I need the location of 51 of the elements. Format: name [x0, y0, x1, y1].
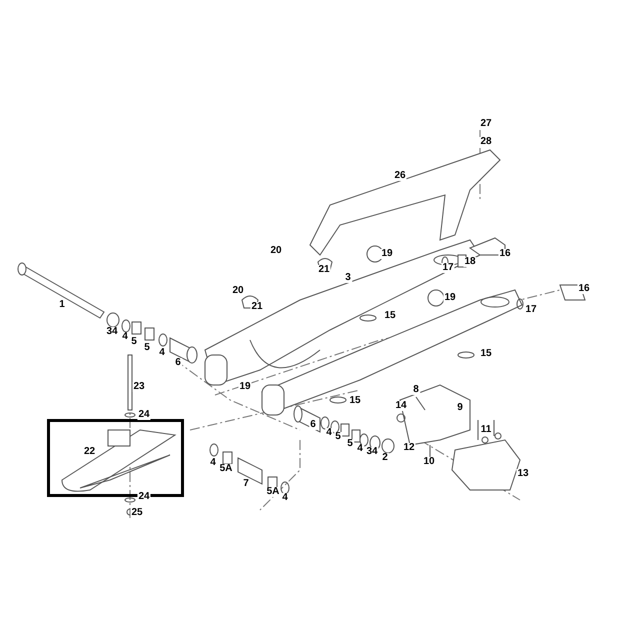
callout-number: 20: [269, 246, 283, 256]
callout-number: 22: [84, 447, 96, 457]
callout-number: 5A: [266, 487, 280, 497]
callout-number: 13: [516, 469, 530, 479]
callout-number: 21: [250, 302, 264, 312]
callout-number: 1: [58, 300, 66, 310]
callout-number: 4: [281, 493, 289, 503]
callout-number: 34: [365, 447, 379, 457]
callout-number: 19: [380, 249, 394, 259]
callout-number: 15: [348, 396, 362, 406]
callout-number: 10: [422, 457, 436, 467]
callout-number: 16: [498, 249, 512, 259]
callout-number: 12: [402, 443, 416, 453]
callout-number: 3: [344, 273, 352, 283]
callout-number: 9: [456, 403, 464, 413]
callout-number: 23: [132, 382, 146, 392]
callout-number: 26: [393, 171, 407, 181]
callout-number: 24: [137, 492, 151, 502]
callout-number: 19: [443, 293, 457, 303]
callout-number: 21: [317, 265, 331, 275]
callout-number: 28: [479, 137, 493, 147]
callout-number: 7: [242, 479, 250, 489]
callout-number: 5: [130, 337, 138, 347]
callout-number: 5: [334, 432, 342, 442]
callout-number: 34: [105, 327, 119, 337]
callout-number: 16: [577, 284, 591, 294]
callout-number: 19: [238, 382, 252, 392]
callout-number: 5: [346, 439, 354, 449]
callout-number: 27: [479, 119, 493, 129]
callout-number: 2: [381, 453, 389, 463]
callout-number: 15: [383, 311, 397, 321]
callout-number: 8: [412, 385, 420, 395]
callout-number: 24: [137, 410, 151, 420]
frame-box: [47, 419, 184, 497]
callout-number: 4: [158, 348, 166, 358]
callout-number: 17: [441, 263, 455, 273]
callout-number: 6: [174, 358, 182, 368]
callout-number: 5A: [218, 464, 234, 474]
callout-number: 15: [479, 349, 493, 359]
callout-number: 6: [309, 420, 317, 430]
callout-number: 4: [121, 332, 129, 342]
callout-number: 14: [394, 401, 408, 411]
callout-number: 11: [480, 425, 492, 435]
callout-number: 4: [356, 444, 364, 454]
callout-number: 20: [231, 286, 245, 296]
callout-number: 4: [209, 458, 217, 468]
callout-number: 17: [524, 305, 538, 315]
callout-number: 4: [325, 428, 333, 438]
callout-number: 18: [463, 257, 477, 267]
callout-number: 25: [130, 508, 144, 518]
callout-number: 5: [143, 343, 151, 353]
